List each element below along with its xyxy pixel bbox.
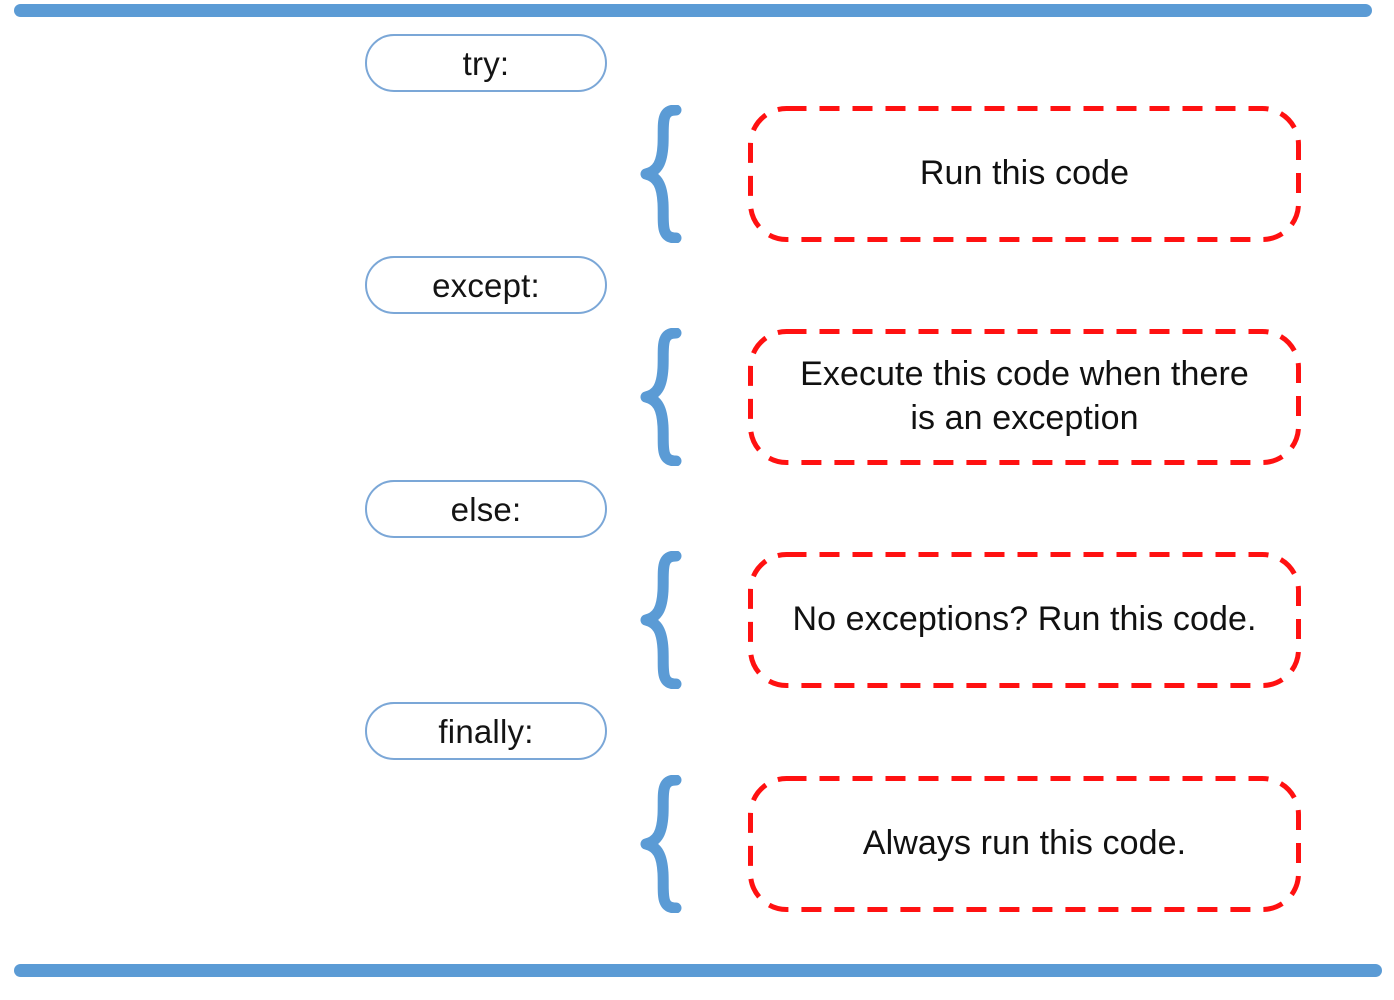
keyword-pill-else[interactable]: else: bbox=[365, 480, 607, 538]
keyword-pill-else-label: else: bbox=[450, 490, 522, 528]
keyword-pill-try-label: try: bbox=[462, 44, 510, 82]
keyword-pill-except[interactable]: except: bbox=[365, 256, 607, 314]
left-curly-brace-icon bbox=[636, 328, 694, 466]
bottom-divider-rule bbox=[14, 964, 1382, 977]
body-box-try: Run this code bbox=[748, 106, 1301, 242]
keyword-pill-finally-label: finally: bbox=[438, 712, 534, 750]
body-box-except: Execute this code when there is an excep… bbox=[748, 329, 1301, 465]
keyword-pill-try[interactable]: try: bbox=[365, 34, 607, 92]
body-row-else: No exceptions? Run this code. bbox=[636, 551, 1316, 689]
body-text-except: Execute this code when there is an excep… bbox=[800, 355, 1249, 437]
body-text-else: No exceptions? Run this code. bbox=[792, 600, 1257, 639]
keyword-pill-except-label: except: bbox=[432, 266, 540, 304]
keyword-pill-finally[interactable]: finally: bbox=[365, 702, 607, 760]
left-curly-brace-icon bbox=[636, 551, 694, 689]
body-text-try: Run this code bbox=[919, 154, 1130, 193]
body-row-finally: Always run this code. bbox=[636, 775, 1316, 913]
body-box-finally: Always run this code. bbox=[748, 776, 1301, 912]
body-row-except: Execute this code when there is an excep… bbox=[636, 328, 1316, 466]
body-text-finally: Always run this code. bbox=[862, 824, 1187, 863]
left-curly-brace-icon bbox=[636, 775, 694, 913]
left-curly-brace-icon bbox=[636, 105, 694, 243]
body-box-else: No exceptions? Run this code. bbox=[748, 552, 1301, 688]
top-divider-rule bbox=[14, 4, 1372, 17]
body-row-try: Run this code bbox=[636, 105, 1316, 243]
